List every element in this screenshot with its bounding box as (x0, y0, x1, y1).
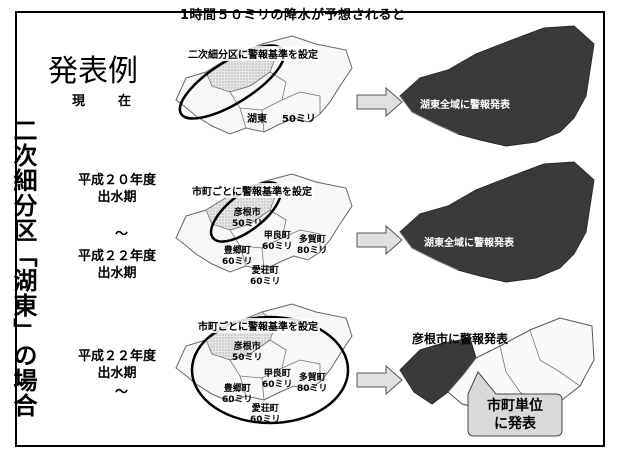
period-row2-end: 平成２２年度出水期 (78, 249, 157, 281)
vertical-title: 二次細分区「湖東」の場合 (9, 118, 37, 418)
period-row2-tilde: 〜 (115, 227, 129, 242)
arrow-row3 (356, 364, 403, 396)
result-label-row3: 彦根市に警報発表 (412, 332, 509, 346)
arrow-row1 (356, 86, 403, 118)
region-label-row1: 湖東 (247, 114, 267, 125)
period-row2-start: 平成２０年度出水期 (78, 173, 157, 205)
setting-label-row3: 市町ごとに警報基準を設定 (196, 318, 320, 333)
map-row1-right (399, 25, 595, 147)
highlight-ellipse-row3 (190, 315, 350, 425)
callout-text: 市町単位に発表 (487, 398, 543, 432)
callout-bubble (467, 371, 563, 437)
setting-label-row1: 二次細分区に警報基準を設定 (186, 46, 320, 61)
result-label-row2: 湖東全域に警報発表 (424, 238, 514, 249)
result-label-row1: 湖東全域に警報発表 (420, 100, 510, 111)
slide-frame (15, 11, 605, 447)
arrow-row2 (356, 224, 403, 256)
period-row3: 平成２２年度出水期 (78, 349, 157, 381)
map-row2-right (399, 161, 595, 283)
example-title: 発表例 (48, 54, 138, 89)
region-value-row1: 50ミリ (282, 114, 316, 125)
period-row3-tilde: 〜 (115, 385, 129, 400)
now-label: 現 在 (72, 94, 142, 109)
setting-label-row2: 市町ごとに警報基準を設定 (190, 183, 314, 198)
heading: 1時間５０ミリの降水が予想されると (180, 8, 406, 23)
